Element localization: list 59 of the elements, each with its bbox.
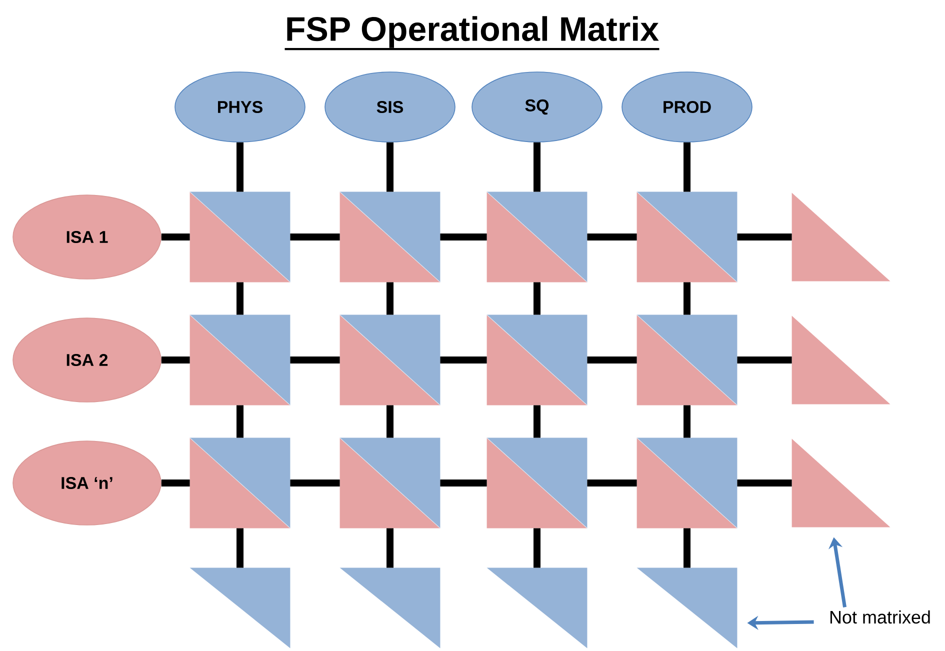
split-square xyxy=(636,192,738,282)
ellipse-node: PROD xyxy=(622,72,752,142)
connector-line xyxy=(161,356,190,364)
ellipse-node: ISA 1 xyxy=(12,194,162,280)
split-square xyxy=(190,314,290,406)
connector-line xyxy=(440,356,487,364)
connector-line xyxy=(161,480,190,486)
connector-line xyxy=(684,282,690,315)
connector-line xyxy=(587,356,637,364)
connector-line xyxy=(386,282,394,315)
connector-line xyxy=(587,234,637,240)
connector-line xyxy=(236,405,244,438)
connector-line xyxy=(290,356,340,364)
ellipse-node: SQ xyxy=(472,72,602,142)
connector-line xyxy=(386,142,394,192)
triangle xyxy=(340,568,440,648)
triangle xyxy=(636,568,738,648)
triangle xyxy=(792,192,890,282)
triangle xyxy=(486,568,588,648)
ellipse-node: SIS xyxy=(324,72,456,142)
connector-line xyxy=(534,405,540,438)
split-square xyxy=(190,438,290,528)
connector-line xyxy=(161,234,190,240)
ellipse-node: ISA 2 xyxy=(12,318,162,402)
connector-line xyxy=(386,405,394,438)
connector-line xyxy=(737,356,792,364)
split-square xyxy=(486,192,588,282)
connector-line xyxy=(236,528,244,568)
split-square xyxy=(636,438,738,528)
split-square xyxy=(486,438,588,528)
split-square xyxy=(340,438,440,528)
split-square xyxy=(486,314,588,406)
connector-line xyxy=(386,528,394,568)
connector-line xyxy=(236,282,244,315)
connector-line xyxy=(737,480,792,486)
connector-line xyxy=(587,480,637,486)
connector-line xyxy=(290,480,340,486)
connector-line xyxy=(440,234,487,240)
connector-line xyxy=(737,234,792,240)
connector-line xyxy=(684,528,690,568)
connector-line xyxy=(684,405,690,438)
note-text: Not matrixed xyxy=(830,610,930,624)
title: FSP Operational Matrix xyxy=(284,16,660,50)
triangle xyxy=(792,438,890,528)
connector-line xyxy=(290,234,340,240)
split-square xyxy=(340,314,440,406)
connector-line xyxy=(440,480,487,486)
ellipse-node: PHYS xyxy=(174,72,306,142)
connector-line xyxy=(534,142,540,192)
split-square xyxy=(190,192,290,282)
connector-line xyxy=(684,142,690,192)
split-square xyxy=(340,192,440,282)
connector-line xyxy=(534,282,540,315)
connector-line xyxy=(236,142,244,192)
triangle xyxy=(190,568,290,648)
connector-line xyxy=(534,528,540,568)
split-square xyxy=(636,314,738,406)
triangle xyxy=(792,316,890,404)
ellipse-node: ISA ‘n’ xyxy=(12,440,162,526)
